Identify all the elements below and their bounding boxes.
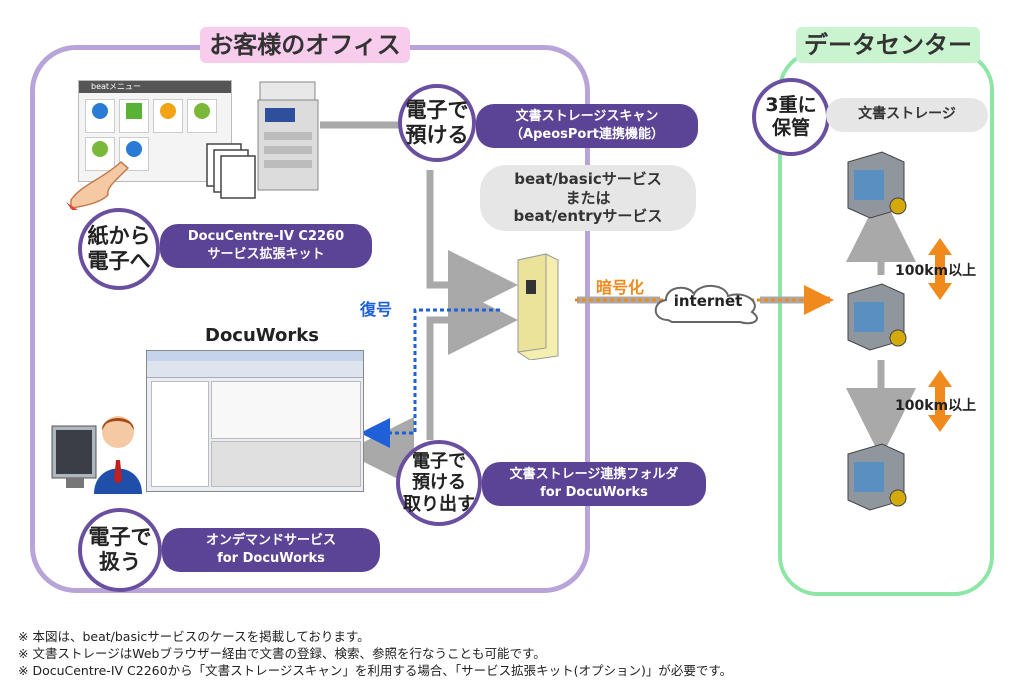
beat-menu-title: beatメニュー [79, 81, 231, 93]
storage-label: 文書ストレージ [826, 98, 988, 132]
circle-triple: 3重に 保管 [752, 78, 830, 156]
user-computer-icon [51, 416, 142, 494]
copier-icon [257, 81, 319, 191]
menu-tile[interactable] [85, 137, 115, 171]
datacenter-title: データセンター [796, 27, 980, 63]
storage-server-icon-3 [847, 443, 907, 511]
footnote: ※ DocuCentre-IV C2260から「文書ストレージスキャン」を利用す… [18, 663, 733, 678]
menu-tile[interactable] [187, 99, 217, 133]
footnote: ※ 本図は、beat/basicサービスのケースを掲載しております。 [18, 629, 370, 644]
office-title: お客様のオフィス [200, 27, 410, 63]
storage-server-icon-2 [847, 283, 907, 351]
footnotes: ※ 本図は、beat/basicサービスのケースを掲載しております。 ※ 文書ス… [18, 628, 732, 679]
circle-deposit: 電子で 預ける [398, 84, 476, 162]
storage-server-icon-1 [847, 151, 907, 219]
internet-label: internet [673, 292, 743, 310]
pill-scan: 文書ストレージスキャン （ApeosPort連携機能） [476, 104, 698, 148]
encrypt-label: 暗号化 [596, 278, 645, 297]
menu-tile[interactable] [85, 99, 115, 133]
pill-docucentre: DocuCentre-IV C2260 サービス拡張キット [160, 224, 372, 268]
service-label: beat/basicサービス または beat/entryサービス [480, 165, 696, 231]
pill-folder: 文書ストレージ連携フォルダ for DocuWorks [482, 462, 706, 506]
distance-label-1: 100km以上 [895, 263, 977, 279]
paper-stack-icon [206, 143, 256, 199]
internet-cloud-icon [654, 285, 758, 325]
appliance-server-icon [517, 253, 559, 360]
circle-deposit-retrieve: 電子で 預ける 取り出す [396, 440, 482, 526]
docuworks-window [146, 350, 364, 492]
circle-handle: 電子で 扱う [78, 508, 162, 592]
circle-paper-to-digital: 紙から 電子へ [78, 208, 160, 290]
footnote: ※ 文書ストレージはWebブラウザー経由で文書の登録、検索、参照を行なうことも可… [18, 646, 546, 661]
docuworks-title: DocuWorks [205, 325, 319, 346]
distance-label-2: 100km以上 [895, 398, 977, 414]
menu-tile[interactable] [119, 99, 149, 133]
menu-tile[interactable] [153, 99, 183, 133]
hand-pointer-icon [66, 161, 130, 210]
pill-ondemand: オンデマンドサービス for DocuWorks [162, 528, 380, 572]
decrypt-label: 復号 [360, 300, 393, 319]
